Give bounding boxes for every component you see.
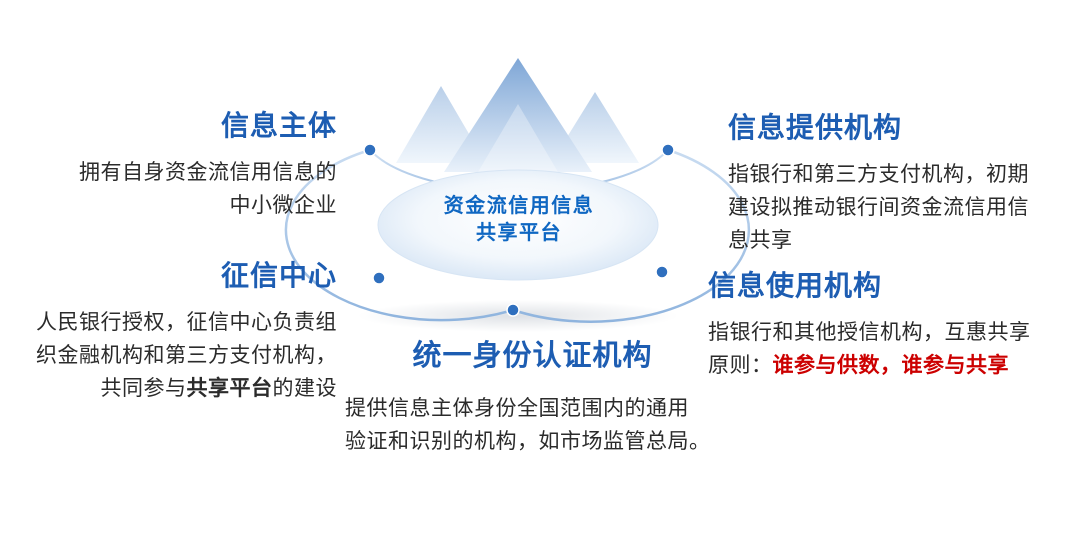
credit-center-block: 征信中心 人民银行授权，征信中心负责组 织金融机构和第三方支付机构， 共同参与共… (0, 254, 337, 405)
orbit-node-dot-icon (372, 271, 386, 285)
info-provider-line2: 建设拟推动银行间资金流信用信 (728, 195, 1029, 219)
center-platform-line1: 资金流信用信息 (443, 195, 595, 217)
identity-authority-line2: 验证和识别的机构，如市场监管总局。 (345, 429, 711, 453)
orbit-node-dot-icon (661, 143, 675, 157)
info-subject-line2: 中小微企业 (229, 193, 337, 217)
credit-center-line3-post: 的建设 (272, 376, 337, 400)
info-user-line2-pre: 原则： (708, 353, 773, 377)
info-user-line2-highlight: 谁参与供数，谁参与共享 (772, 353, 1009, 377)
info-provider-block: 信息提供机构 指银行和第三方支付机构，初期 建设拟推动银行间资金流信用信 息共享 (728, 106, 1048, 257)
info-provider-line3: 息共享 (728, 228, 793, 252)
info-subject-title: 信息主体 (220, 110, 337, 141)
credit-center-line1: 人民银行授权，征信中心负责组 (36, 310, 337, 334)
credit-center-line3: 共同参与共享平台的建设 (0, 372, 337, 405)
ground-shadow (358, 300, 678, 332)
info-user-line1: 指银行和其他授信机构，互惠共享 (708, 320, 1031, 344)
info-subject-line1: 拥有自身资金流信用信息的 (79, 160, 337, 184)
credit-center-line2: 织金融机构和第三方支付机构， (36, 343, 337, 367)
platform-glow-ellipse (377, 169, 659, 281)
info-user-block: 信息使用机构 指银行和其他授信机构，互惠共享 原则：谁参与供数，谁参与共享 (708, 264, 1048, 382)
orbit-node-dot-icon (506, 303, 520, 317)
identity-authority-line1: 提供信息主体身份全国范围内的通用 (345, 396, 689, 420)
info-provider-title: 信息提供机构 (728, 112, 903, 143)
orbit-node-dot-icon (655, 265, 669, 279)
orbit-node-dot-icon (363, 143, 377, 157)
orbit-node-dots (363, 143, 675, 317)
credit-center-line3-bold: 共享平台 (186, 376, 273, 400)
info-provider-line1: 指银行和第三方支付机构，初期 (728, 162, 1029, 186)
credit-center-title: 征信中心 (220, 260, 337, 291)
identity-authority-block: 统一身份认证机构 提供信息主体身份全国范围内的通用 验证和识别的机构，如市场监管… (345, 332, 720, 458)
info-subject-block: 信息主体 拥有自身资金流信用信息的 中小微企业 (0, 104, 337, 222)
center-platform-label: 资金流信用信息 共享平台 (378, 193, 660, 247)
info-user-line2: 原则：谁参与供数，谁参与共享 (708, 349, 1048, 382)
elliptical-orbit-icon (284, 148, 751, 323)
credit-center-line3-pre: 共同参与 (100, 376, 187, 400)
center-platform-line2: 共享平台 (476, 222, 562, 244)
identity-authority-title: 统一身份认证机构 (412, 340, 653, 372)
mountain-peaks-icon (396, 58, 639, 172)
info-user-title: 信息使用机构 (708, 270, 883, 301)
